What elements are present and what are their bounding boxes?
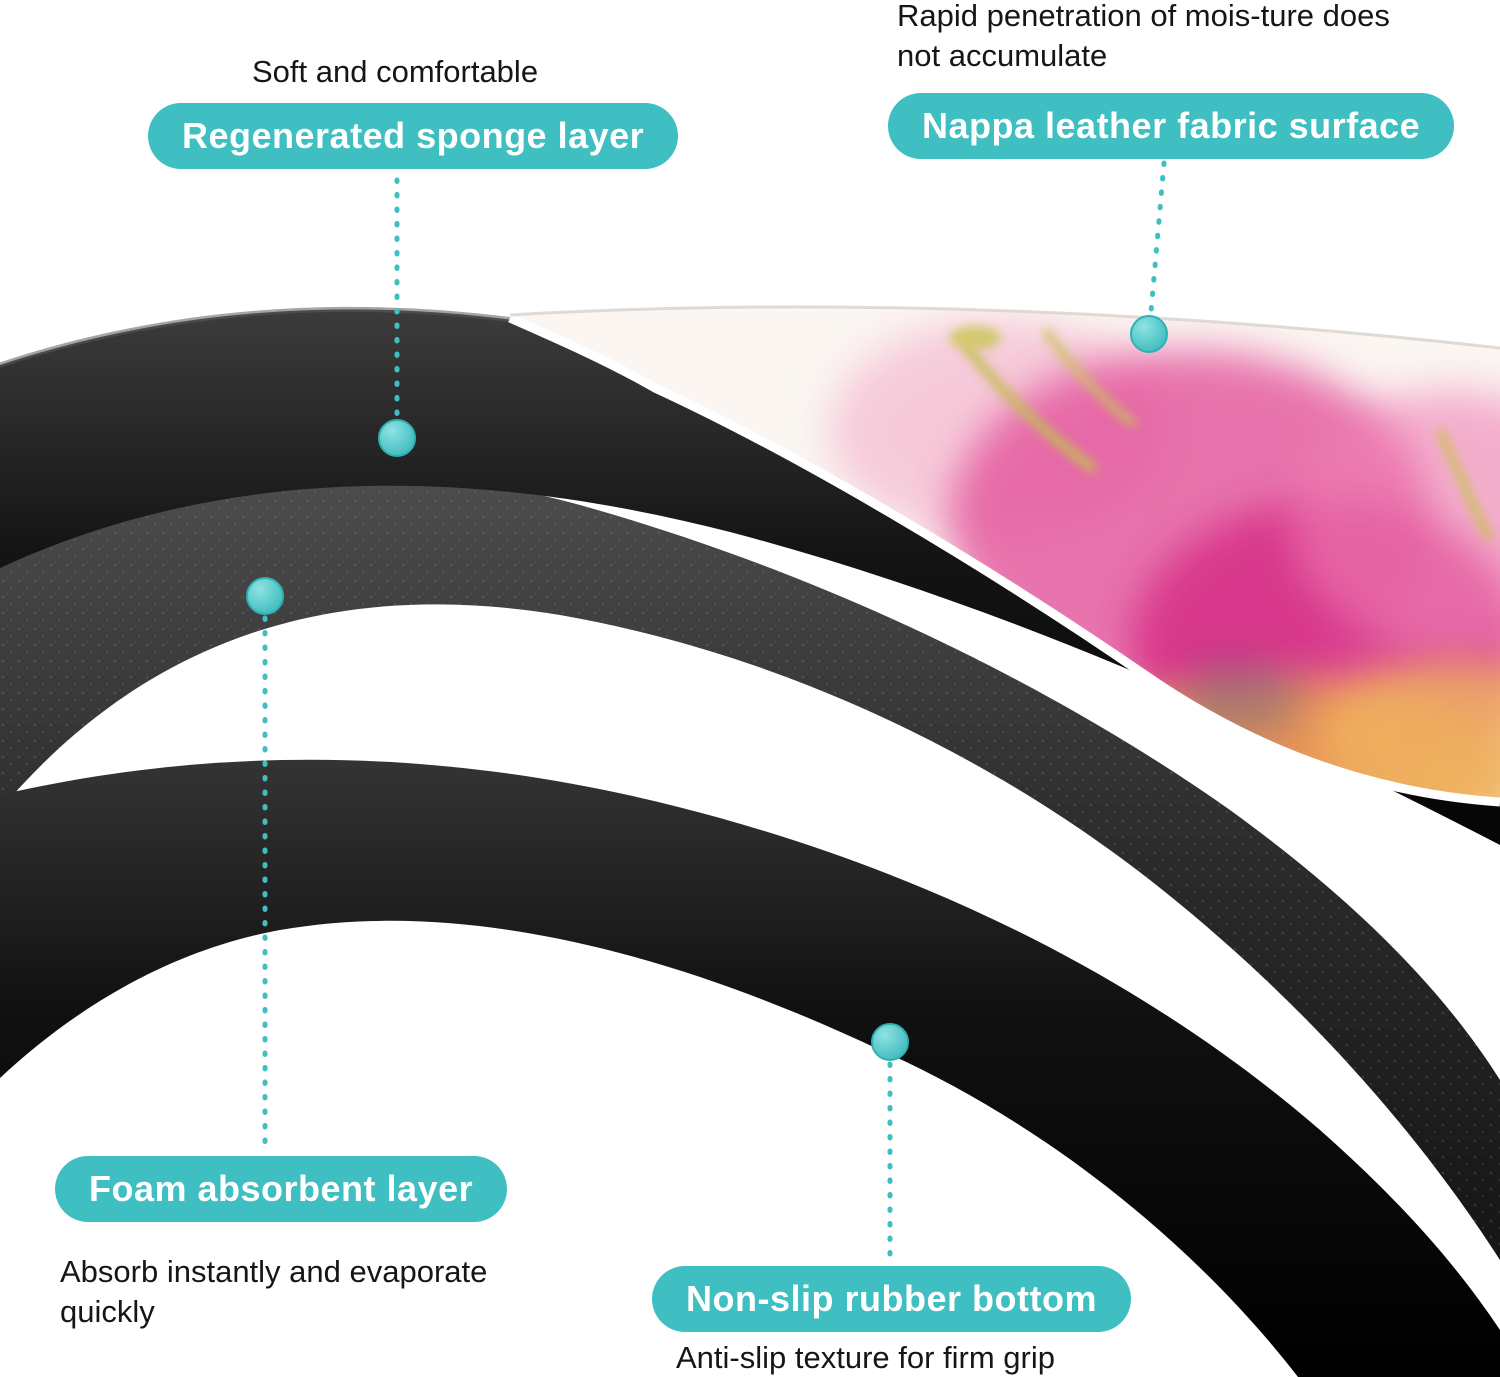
- caption-fabric: Rapid penetration of mois-ture does not …: [897, 0, 1390, 76]
- sponge-layer-shape: [0, 309, 1500, 846]
- badge-sponge-layer: Regenerated sponge layer: [148, 103, 679, 169]
- layer-dot-foam: [246, 577, 284, 615]
- caption-foam-line1: Absorb instantly and evaporate: [60, 1254, 488, 1289]
- fabric-sheet-edge: [508, 313, 1500, 807]
- caption-fabric-line2: not accumulate: [897, 38, 1108, 73]
- layer-dot-sponge: [378, 419, 416, 457]
- badge-rubber-bottom: Non-slip rubber bottom: [652, 1266, 1131, 1332]
- badge-foam-layer: Foam absorbent layer: [55, 1156, 508, 1222]
- badge-fabric-surface: Nappa leather fabric surface: [888, 93, 1455, 159]
- connector-line-fabric: [1148, 160, 1167, 315]
- badge-sponge-label: Regenerated sponge layer: [182, 115, 645, 156]
- caption-rubber: Anti-slip texture for firm grip: [676, 1338, 1055, 1377]
- caption-foam: Absorb instantly and evaporate quickly: [60, 1252, 487, 1332]
- caption-fabric-line1: Rapid penetration of mois-ture does: [897, 0, 1390, 33]
- rubber-layer-shape: [0, 759, 1500, 1377]
- badge-foam-label: Foam absorbent layer: [89, 1168, 474, 1209]
- badge-rubber-label: Non-slip rubber bottom: [686, 1278, 1097, 1319]
- callout-connectors: [262, 160, 1167, 1261]
- caption-sponge-text: Soft and comfortable: [252, 54, 539, 89]
- caption-sponge: Soft and comfortable: [252, 52, 538, 92]
- caption-foam-line2: quickly: [60, 1294, 155, 1329]
- fabric-sheet-top-edge: [509, 305, 1500, 350]
- foam-layer-texture: [0, 471, 1500, 1260]
- layer-dot-rubber: [871, 1023, 909, 1061]
- badge-fabric-label: Nappa leather fabric surface: [922, 105, 1421, 146]
- layer-dots: [246, 315, 1168, 1061]
- layer-dot-fabric: [1130, 315, 1168, 353]
- caption-rubber-text: Anti-slip texture for firm grip: [676, 1340, 1055, 1375]
